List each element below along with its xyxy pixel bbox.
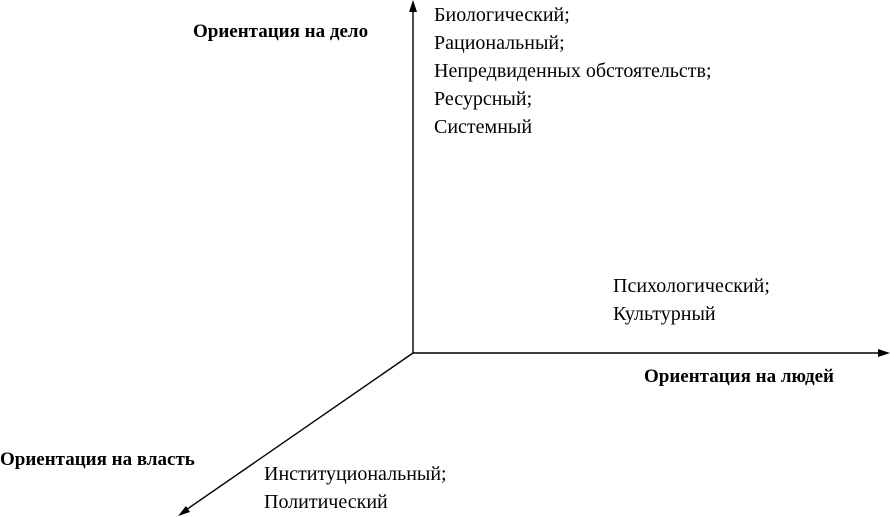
list-item: Рациональный; — [434, 32, 565, 54]
vertical-axis-label: Ориентация на дело — [193, 21, 369, 42]
horizontal-axis-label: Ориентация на людей — [644, 366, 834, 387]
list-item: Культурный — [613, 303, 716, 325]
list-item: Институциональный; — [264, 463, 447, 485]
list-item: Биологический; — [434, 4, 570, 26]
list-item: Системный — [434, 116, 533, 138]
diagonal-axis-line — [182, 352, 414, 513]
diagonal-axis-label: Ориентация на власть — [0, 449, 195, 470]
task-approaches-list: Биологический; Рациональный; Непредвиден… — [434, 1, 712, 141]
people-approaches-list: Психологический; Культурный — [613, 272, 770, 328]
power-approaches-list: Институциональный; Политический — [264, 460, 447, 516]
list-item: Политический — [264, 491, 388, 513]
vertical-axis-arrowhead — [409, 0, 417, 12]
list-item: Психологический; — [613, 275, 770, 297]
diagonal-axis-arrowhead — [178, 506, 190, 516]
horizontal-axis-arrowhead — [878, 349, 890, 357]
list-item: Непредвиденных обстоятельств; — [434, 60, 712, 82]
list-item: Ресурсный; — [434, 88, 533, 110]
